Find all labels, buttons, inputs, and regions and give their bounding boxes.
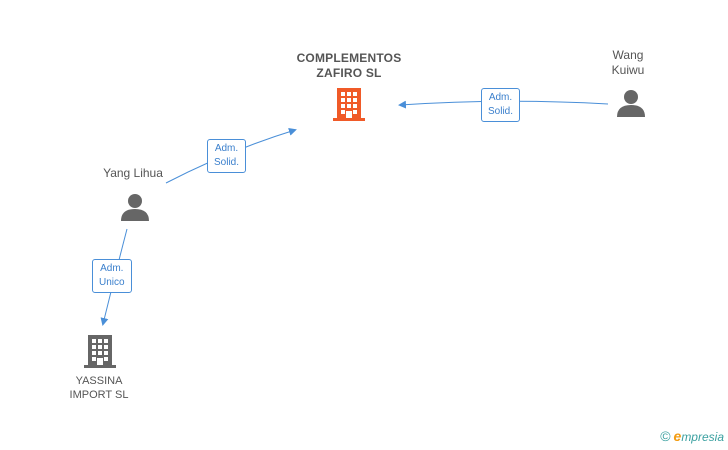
company-name-complementos[interactable]: COMPLEMENTOS ZAFIRO SL	[282, 51, 416, 81]
person-icon[interactable]	[121, 194, 149, 221]
relationship-badge-yang-complementos[interactable]: Adm. Solid.	[207, 139, 247, 173]
company-name-line2: IMPORT SL	[69, 389, 129, 401]
person-name-wang[interactable]: Wang Kuiwu	[596, 48, 660, 78]
person-name-line1: Yang Lihua	[103, 166, 163, 180]
person-name-line2: Kuiwu	[611, 63, 645, 77]
relationship-role: Adm.	[488, 92, 513, 103]
person-icon[interactable]	[617, 90, 645, 117]
relationship-role: Adm.	[100, 263, 124, 274]
company-name-line1: COMPLEMENTOS	[296, 51, 402, 65]
brand-logo-text: mpresia	[681, 430, 724, 444]
company-name-line1: YASSINA	[75, 375, 123, 387]
building-icon[interactable]	[84, 335, 116, 368]
person-name-line1: Wang	[612, 48, 644, 62]
company-name-line2: ZAFIRO SL	[316, 66, 382, 80]
brand-footer[interactable]: ©empresia	[660, 428, 724, 444]
brand-logo-initial: e	[673, 428, 682, 444]
person-name-yang[interactable]: Yang Lihua	[88, 166, 178, 181]
relationship-badge-yang-yassina[interactable]: Adm. Unico	[92, 259, 132, 293]
relationship-type: Solid.	[214, 157, 240, 168]
relationship-role: Adm.	[214, 143, 239, 154]
company-name-yassina[interactable]: YASSINA IMPORT SL	[52, 374, 146, 402]
relationship-badge-wang[interactable]: Adm. Solid.	[481, 88, 521, 122]
relationship-type: Solid.	[488, 106, 514, 117]
relationship-type: Unico	[99, 277, 125, 288]
copyright-symbol: ©	[660, 428, 671, 444]
building-icon[interactable]	[333, 88, 365, 121]
